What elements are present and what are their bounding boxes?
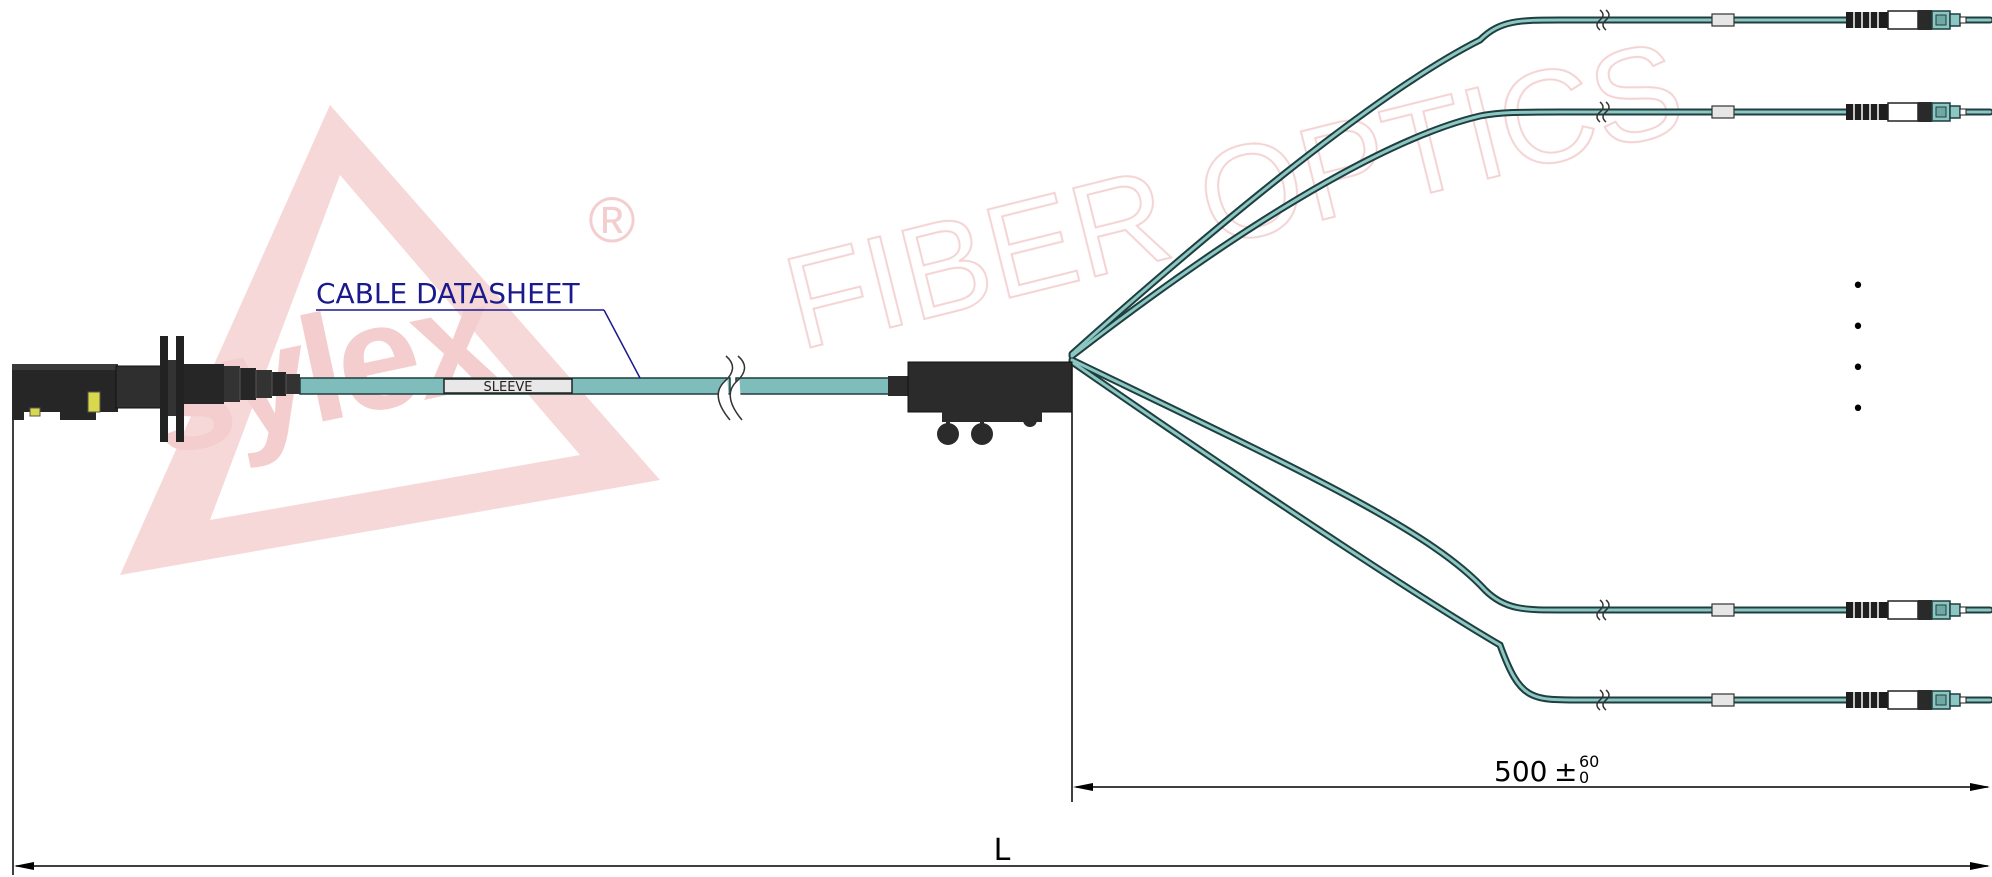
leg-break-marks [1596, 9, 1610, 711]
breakout-length-upper-tolerance: 60 [1579, 752, 1599, 771]
fanout-mount-knob-1 [937, 423, 959, 445]
main-connector-boot-3 [240, 368, 256, 400]
continuation-dot: • [1852, 356, 1865, 381]
leg-4-marker [1711, 13, 1735, 27]
cable-datasheet-leader [603, 309, 641, 379]
main-connector-boot-6 [286, 374, 300, 394]
fanout-box [888, 361, 1073, 445]
main-connector-top-ridge [12, 364, 118, 370]
dimension-arrowheads [14, 783, 1990, 870]
fanout-mount-knob-2 [971, 423, 993, 445]
overall-length-label: L [994, 833, 1011, 868]
breakout-legs [1068, 16, 1992, 704]
breakout-length-value: 500 [1494, 755, 1547, 788]
sleeve-label: SLEEVE [483, 380, 532, 395]
breakout-leg-2 [1070, 358, 1992, 612]
breakout-length-symbol: ± [1554, 755, 1577, 788]
leg-2-break-mark [1596, 599, 1610, 621]
watermark-registered-mark: ® [588, 184, 635, 256]
main-connector-boot-4 [256, 370, 272, 398]
watermark-tagline: FIBER OPTICS [771, 13, 1696, 377]
leg-3-marker [1711, 105, 1735, 119]
trunk-cable-segment-right [735, 377, 893, 395]
cable-datasheet-link[interactable]: CABLE DATASHEET [316, 277, 641, 379]
breakout-arrow-right [1970, 783, 1990, 791]
lc-connector-leg-4 [1845, 9, 1967, 31]
breakout-leg-4 [1070, 18, 1992, 356]
breakout-leg-1 [1070, 360, 1992, 702]
main-connector-latch-pin [29, 407, 41, 417]
cable-datasheet-link-text[interactable]: CABLE DATASHEET [316, 277, 580, 310]
leg-1-marker [1711, 693, 1735, 707]
leg-marker-sleeves [1711, 13, 1735, 707]
sleeve [443, 378, 573, 394]
main-connector [12, 336, 300, 442]
main-connector-latch [87, 391, 101, 413]
main-connector-body [115, 365, 163, 409]
breakout-arrow-left [1073, 783, 1093, 791]
main-connector-boot-2 [224, 366, 240, 402]
overall-arrow-left [14, 862, 34, 870]
leg-4-break-mark [1596, 9, 1610, 31]
leg-2-marker [1711, 603, 1735, 617]
leg-1-break-mark [1596, 689, 1610, 711]
lc-connector-leg-2 [1845, 599, 1967, 621]
lc-connector-leg-1 [1845, 689, 1967, 711]
fanout-box-base [942, 410, 1042, 422]
main-connector-flange-1 [160, 336, 168, 442]
lc-connector-leg-3 [1845, 101, 1967, 123]
watermark-triangle-logo [120, 105, 660, 575]
continuation-dots: • • • • [1852, 274, 1865, 422]
continuation-dot: • [1852, 274, 1865, 299]
main-connector-flange-web [168, 360, 176, 416]
main-connector-boot-1 [184, 364, 224, 404]
breakout-length-label: 500 ± 60 0 [1494, 752, 1599, 788]
fanout-mount-knob-3 [1023, 413, 1037, 427]
overall-arrow-right [1970, 862, 1990, 870]
main-connector-boot-5 [272, 372, 286, 396]
continuation-dot: • [1852, 397, 1865, 422]
breakout-leg-3 [1070, 110, 1992, 358]
fanout-box-body [907, 361, 1073, 413]
dimension-lines [12, 365, 1988, 875]
main-connector-housing [12, 368, 118, 420]
trunk-break-mark [717, 355, 746, 421]
trunk-cable: SLEEVE [299, 355, 893, 421]
continuation-dot: • [1852, 315, 1865, 340]
main-connector-flange-2 [176, 336, 184, 442]
fanout-box-neck [888, 376, 910, 396]
breakout-length-lower-tolerance: 0 [1579, 768, 1589, 787]
leg-3-break-mark [1596, 101, 1610, 123]
